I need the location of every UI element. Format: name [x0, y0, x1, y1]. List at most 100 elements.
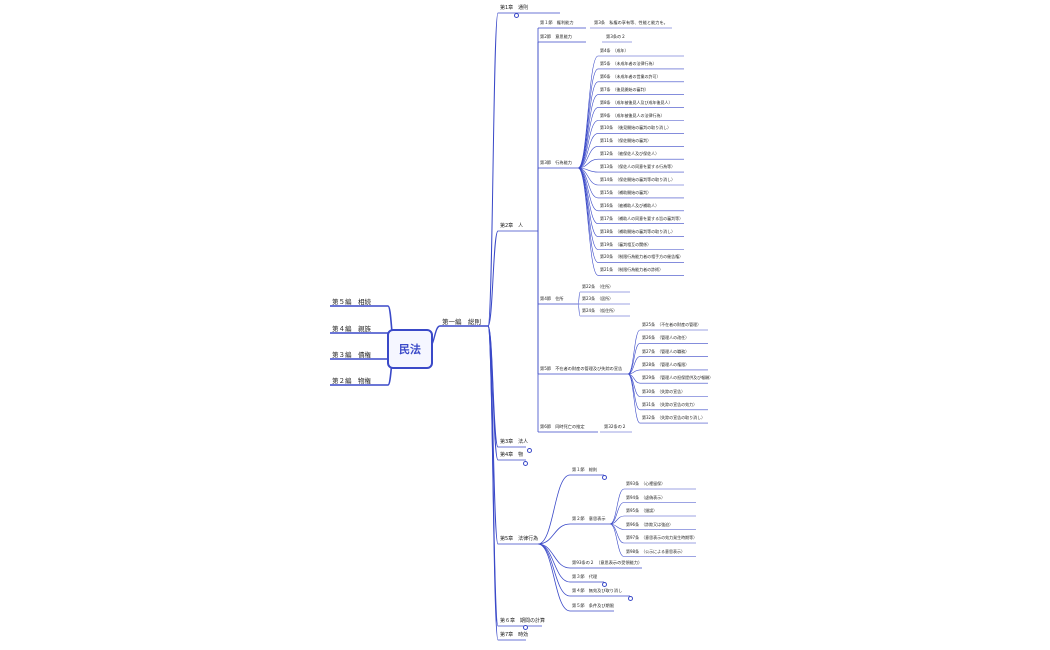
- s3-article-17[interactable]: 第21条 （制限行為能力者の詐術）: [600, 267, 664, 273]
- connector-line: [487, 325, 499, 641]
- s3-article-12[interactable]: 第16条 （被補助人及び補助人）: [600, 202, 660, 208]
- s5-article-3[interactable]: 第28条 （管理人の権限）: [642, 361, 690, 367]
- ch5-s2-article-0[interactable]: 第93条 （心裡留保）: [626, 481, 666, 486]
- connector-line: [537, 523, 571, 545]
- ch5-s2-article-2[interactable]: 第95条 （錯誤）: [626, 508, 658, 513]
- s3-article-13[interactable]: 第17条 （補助人の同意を要する旨の審判等）: [600, 215, 684, 221]
- connector-line: [537, 543, 571, 569]
- collapse-toggle-icon[interactable]: [523, 461, 528, 466]
- left-branch-2[interactable]: 第３編 債権: [332, 351, 371, 359]
- section-2-6-article[interactable]: 第32条の２: [604, 424, 627, 429]
- section-5-4[interactable]: 第４節 無効及び取り消し: [572, 588, 623, 593]
- s3-article-10[interactable]: 第14条 （保佐開始の審判等の取り消し）: [600, 177, 676, 182]
- section-2-6[interactable]: 第6節 同時死亡の推定: [540, 424, 585, 429]
- section-5-2b[interactable]: 第93条の２ （意思表示の受領能力）: [572, 560, 643, 565]
- connector-line: [609, 523, 625, 557]
- s4-article-1[interactable]: 第23条 （居所）: [582, 296, 614, 301]
- root-node[interactable]: 民法: [387, 329, 433, 369]
- section-2-3[interactable]: 第3節 行為能力: [540, 160, 572, 165]
- s3-article-0[interactable]: 第4条 （成年）: [600, 48, 629, 53]
- connector-line: [577, 68, 599, 169]
- s3-article-4[interactable]: 第8条 （成年被後見人及び成年後見人）: [600, 99, 673, 105]
- s3-article-5[interactable]: 第9条 （成年被後見人の法律行為）: [600, 112, 665, 118]
- s3-article-11[interactable]: 第15条 （補助開始の審判）: [600, 189, 652, 195]
- connector-line: [627, 369, 641, 375]
- ch5-s2-article-1[interactable]: 第94条 （虚偽表示）: [626, 494, 666, 500]
- connector-line: [577, 55, 599, 169]
- left-branch-0[interactable]: 第５編 相続: [332, 298, 371, 306]
- section-2-4[interactable]: 第4節 住所: [540, 296, 564, 301]
- chapter-ch4[interactable]: 第4章 物: [500, 452, 524, 458]
- connector-line: [577, 133, 599, 169]
- connector-line: [577, 303, 581, 317]
- s3-article-15[interactable]: 第19条 （審判相互の関係）: [600, 241, 652, 247]
- connector-line: [577, 167, 599, 237]
- s5-article-0[interactable]: 第25条 （不在者の財産の管理）: [642, 322, 702, 327]
- connector-line: [537, 543, 571, 612]
- s3-article-2[interactable]: 第6条 （未成年者の営業の許可）: [600, 73, 661, 79]
- s5-article-4[interactable]: 第29条 （管理人の担保提供及び報酬）: [642, 375, 714, 381]
- s5-article-7[interactable]: 第32条 （失踪の宣告の取り消し）: [642, 415, 706, 421]
- connector-line: [627, 373, 641, 411]
- ch5-s2-article-3[interactable]: 第96条 （詐欺又は強迫）: [626, 521, 674, 527]
- collapse-toggle-icon[interactable]: [602, 582, 607, 587]
- connector-line: [577, 81, 599, 169]
- connector-line: [577, 167, 599, 212]
- connector-line: [577, 291, 581, 305]
- s5-article-6[interactable]: 第31条 （失踪の宣告の効力）: [642, 401, 698, 407]
- s3-article-1[interactable]: 第5条 （未成年者の法律行為）: [600, 60, 657, 66]
- chapter-ch6[interactable]: 第６章 期間の計算: [500, 618, 546, 624]
- s5-article-1[interactable]: 第26条 （管理人の改任）: [642, 335, 690, 341]
- left-branch-3[interactable]: 第２編 物権: [332, 377, 371, 385]
- s4-article-2[interactable]: 第24条 （仮住所）: [582, 308, 618, 313]
- s4-article-0[interactable]: 第22条 （住所）: [582, 284, 614, 289]
- s3-article-3[interactable]: 第7条 （後見開始の審判）: [600, 86, 649, 92]
- collapse-toggle-icon[interactable]: [628, 596, 633, 601]
- s3-article-14[interactable]: 第18条 （補助開始の審判等の取り消し）: [600, 228, 676, 234]
- s3-article-8[interactable]: 第12条 （被保佐人及び保佐人）: [600, 151, 660, 157]
- s3-article-16[interactable]: 第20条 （制限行為能力者の相手方の催告権）: [600, 254, 684, 260]
- section-2-2-article[interactable]: 第3条の２: [606, 34, 626, 39]
- collapse-toggle-icon[interactable]: [527, 448, 532, 453]
- chapter-ch7[interactable]: 第7章 時効: [500, 632, 529, 638]
- connector-line: [537, 474, 571, 545]
- connector-line: [627, 329, 641, 375]
- section-5-1[interactable]: 第１節 総則: [572, 467, 598, 472]
- connector-line: [577, 107, 599, 169]
- s3-article-6[interactable]: 第10条 （後見開始の審判の取り消し）: [600, 125, 672, 131]
- connector-line: [577, 146, 599, 169]
- connector-line: [627, 343, 641, 375]
- connector-line: [577, 167, 599, 276]
- chapter-ch2[interactable]: 第2章 人: [500, 223, 524, 229]
- section-2-2[interactable]: 第2節 意思能力: [540, 34, 572, 39]
- connector-line: [577, 120, 599, 169]
- chapter-ch3[interactable]: 第3章 法人: [500, 439, 529, 445]
- s5-article-2[interactable]: 第27条 （管理人の職務）: [642, 348, 690, 354]
- ch5-s2-article-4[interactable]: 第97条 （意思表示の効力発生時期等）: [626, 535, 698, 540]
- connector-line: [609, 502, 625, 525]
- section-2-1[interactable]: 第１節 権利能力: [540, 20, 574, 25]
- collapse-toggle-icon[interactable]: [602, 475, 607, 480]
- connector-line: [609, 515, 625, 525]
- section-2-5[interactable]: 第5節 不在者の財産の管理及び失踪の宣告: [540, 366, 623, 371]
- s5-article-5[interactable]: 第30条 （失踪の宣告）: [642, 388, 686, 394]
- section-2-1-article[interactable]: 第3条 私権の享有等、性能と能力を。: [594, 20, 668, 25]
- collapse-toggle-icon[interactable]: [523, 625, 528, 630]
- connector-line: [609, 488, 625, 525]
- s3-article-7[interactable]: 第11条 （保佐開始の審判）: [600, 138, 652, 144]
- section-5-5[interactable]: 第５節 条件及び期限: [572, 603, 614, 608]
- ch5-s2-article-5[interactable]: 第98条 （公示による意思表示）: [626, 548, 685, 554]
- chapter-ch1[interactable]: 第1章 通則: [500, 5, 529, 11]
- collapse-toggle-icon[interactable]: [514, 13, 519, 18]
- section-5-2[interactable]: 第２節 意思表示: [572, 516, 606, 521]
- connector-line: [627, 356, 641, 375]
- section-5-3[interactable]: 第３節 代理: [572, 574, 598, 579]
- connector-line: [577, 158, 599, 169]
- connector-line: [487, 230, 499, 327]
- s3-article-9[interactable]: 第13条 （保佐人の同意を要する行為等）: [600, 164, 676, 170]
- main-branch[interactable]: 第一編 総則: [442, 318, 481, 326]
- connector-line: [487, 12, 499, 327]
- left-branch-1[interactable]: 第４編 親族: [332, 325, 371, 333]
- chapter-ch5[interactable]: 第5章 法律行為: [500, 536, 539, 542]
